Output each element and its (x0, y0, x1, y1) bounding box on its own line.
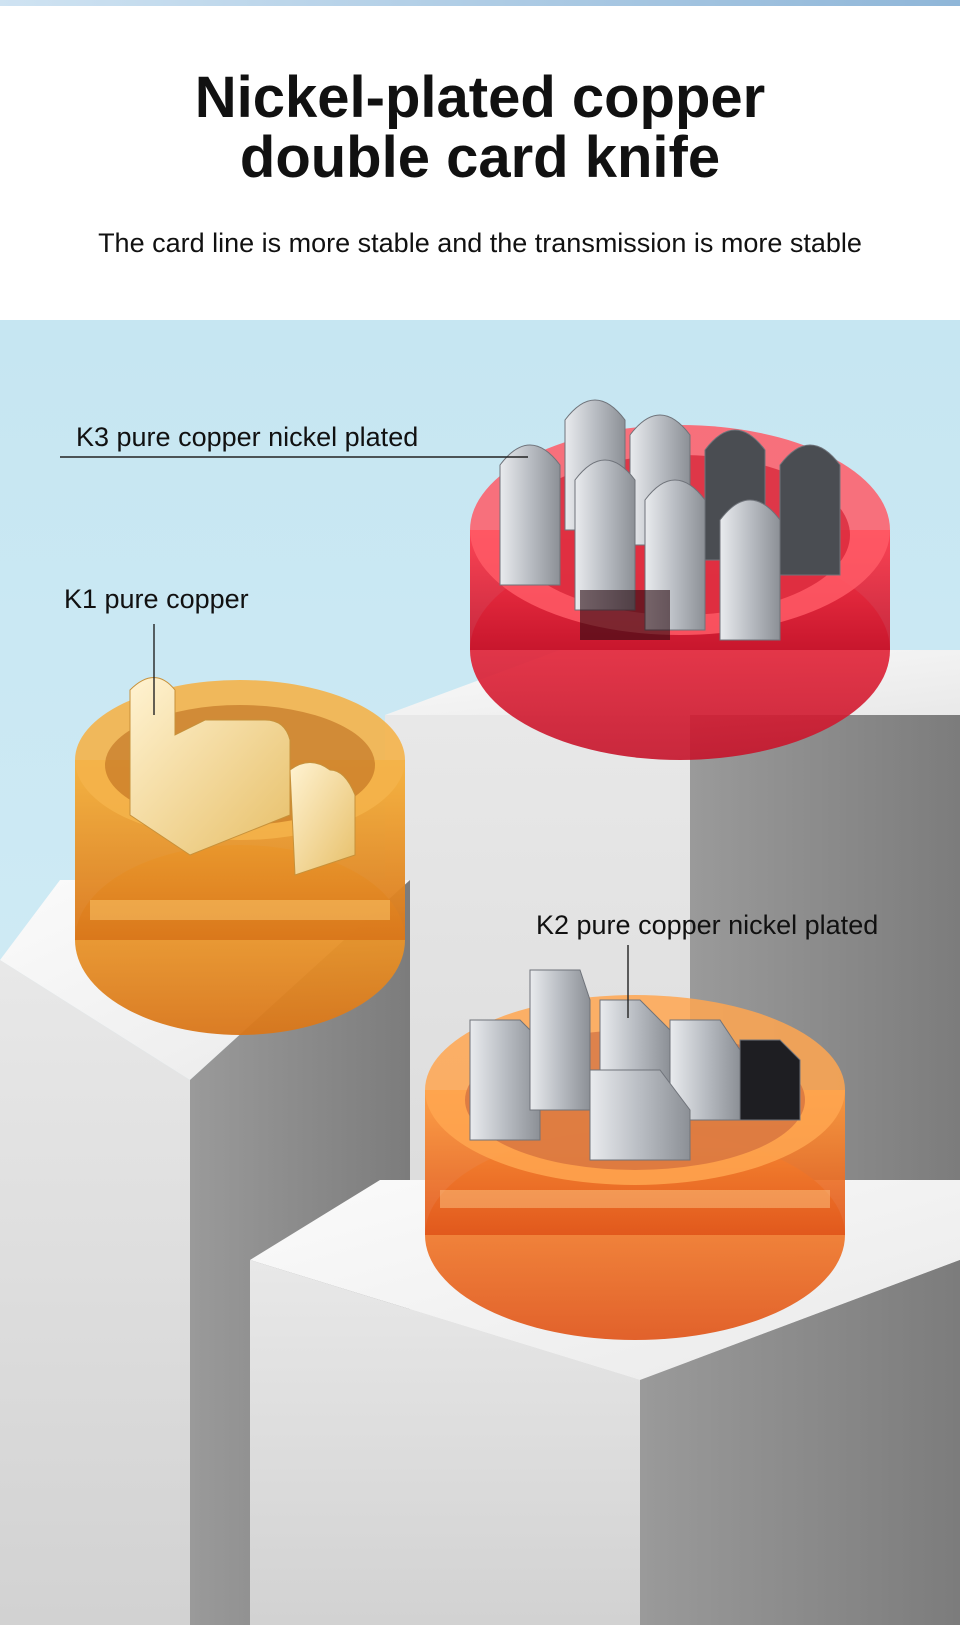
k1-amber-module (75, 677, 405, 1035)
header-section: Nickel-plated copper double card knife T… (0, 6, 960, 320)
callout-k2: K2 pure copper nickel plated (536, 910, 879, 940)
callout-k3: K3 pure copper nickel plated (76, 422, 419, 452)
title-line-2: double card knife (239, 125, 721, 190)
callout-lines (60, 456, 629, 1018)
product-scene: K3 pure copper nickel plated K1 pure cop… (0, 320, 960, 1625)
callout-k1: K1 pure copper (64, 584, 249, 614)
k2-orange-module (425, 969, 845, 1340)
k3-blades (499, 399, 841, 641)
k1-blades (129, 677, 356, 876)
top-accent-bar (0, 0, 960, 6)
k3-red-module (470, 399, 890, 760)
k2-blades (469, 969, 801, 1161)
page-title: Nickel-plated copper double card knife (0, 68, 960, 188)
product-illustration (0, 320, 960, 1625)
page-subtitle: The card line is more stable and the tra… (98, 228, 862, 258)
title-line-1: Nickel-plated copper (194, 65, 766, 130)
